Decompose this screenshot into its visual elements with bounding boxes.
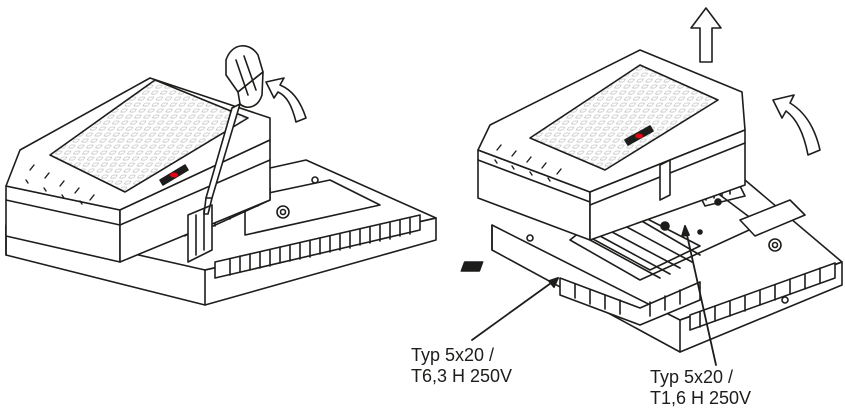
fuse-label-right-line1: Typ 5x20 / — [650, 367, 734, 387]
terminal-strip-right — [689, 262, 836, 331]
leader-line-left — [471, 277, 559, 341]
fuse-label-left-line2: T6,3 H 250V — [411, 366, 513, 386]
fuse-label-right: Typ 5x20 / T1,6 H 250V — [650, 367, 751, 409]
curved-arrow-icon — [265, 77, 307, 123]
curved-arrow-icon — [772, 94, 821, 156]
fuse-t63 — [460, 261, 484, 272]
controller-closed — [5, 77, 437, 306]
fuse-label-left: Typ 5x20 / T6,3 H 250V — [411, 345, 512, 387]
wolf-logo-left — [159, 164, 189, 186]
leader-line-right — [681, 225, 717, 366]
screwdriver-icon — [203, 45, 264, 215]
wolf-logo-right — [624, 125, 654, 146]
fuse-label-left-line1: Typ 5x20 / — [411, 345, 495, 365]
controller-open — [460, 49, 843, 353]
fuse-label-right-line2: T1,6 H 250V — [650, 388, 752, 408]
terminal-strip-left — [214, 214, 421, 279]
up-arrow-icon — [690, 7, 722, 63]
